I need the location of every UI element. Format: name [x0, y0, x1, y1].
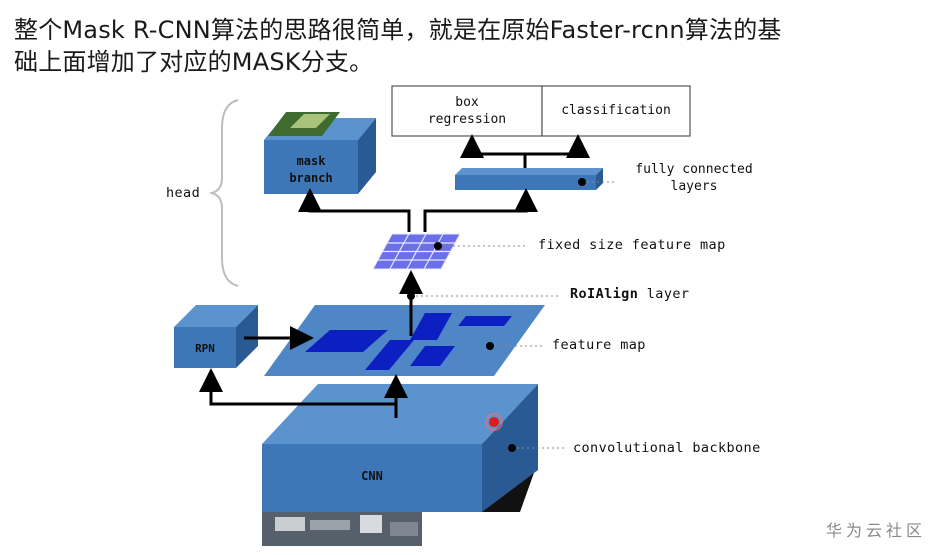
watermark: 华为云社区 — [825, 521, 926, 540]
feature-map-plane — [264, 305, 545, 376]
slide-title-line-1: 整个Mask R-CNN算法的思路很简单，就是在原始Faster-rcnn算法的… — [14, 16, 782, 44]
backbone-label: convolutional backbone — [573, 440, 761, 456]
box-regression-box — [391, 85, 543, 137]
input-image-strip — [262, 470, 535, 546]
roialign-rest: layer — [638, 286, 690, 302]
classification-box — [541, 85, 691, 137]
leader-lines — [411, 181, 614, 449]
feature-region — [458, 316, 512, 326]
fully-connected-bar — [455, 168, 603, 190]
mask-branch-label-line-2: branch — [289, 171, 333, 185]
box-regression-label: box regression — [392, 94, 542, 128]
head-label: head — [166, 185, 201, 201]
rpn-block — [174, 305, 258, 368]
cnn-label: CNN — [361, 469, 383, 483]
feature-map-label: feature map — [552, 337, 646, 353]
flow-arrows — [199, 134, 590, 418]
fixed-size-map-label: fixed size feature map — [538, 237, 726, 253]
rpn-label: RPN — [195, 342, 215, 355]
head-brace — [208, 99, 239, 287]
mask-branch-label: mask branch — [264, 153, 358, 187]
mask-branch-block — [264, 112, 376, 194]
fc-layers-label: fully connected layers — [616, 161, 772, 195]
feature-region — [410, 346, 455, 366]
fixed-size-feature-map-grid — [372, 233, 461, 270]
roialign-bold: RoIAlign — [570, 286, 639, 302]
classification-label: classification — [561, 103, 671, 118]
feature-region — [305, 330, 388, 352]
box-regression-label-line-1: box — [455, 95, 479, 110]
mask-branch-label-line-1: mask — [296, 154, 326, 168]
pointer-dot — [489, 417, 499, 427]
feature-region — [365, 340, 414, 370]
feature-region — [410, 313, 452, 340]
box-regression-label-line-2: regression — [427, 112, 507, 127]
fc-layers-label-line-2: layers — [670, 179, 718, 194]
slide-title-line-2: 础上面增加了对应的MASK分支。 — [14, 48, 374, 76]
leader-dots — [407, 178, 586, 452]
fc-layers-label-line-1: fully connected — [635, 162, 753, 177]
roialign-label: RoIAlign layer — [570, 286, 689, 302]
